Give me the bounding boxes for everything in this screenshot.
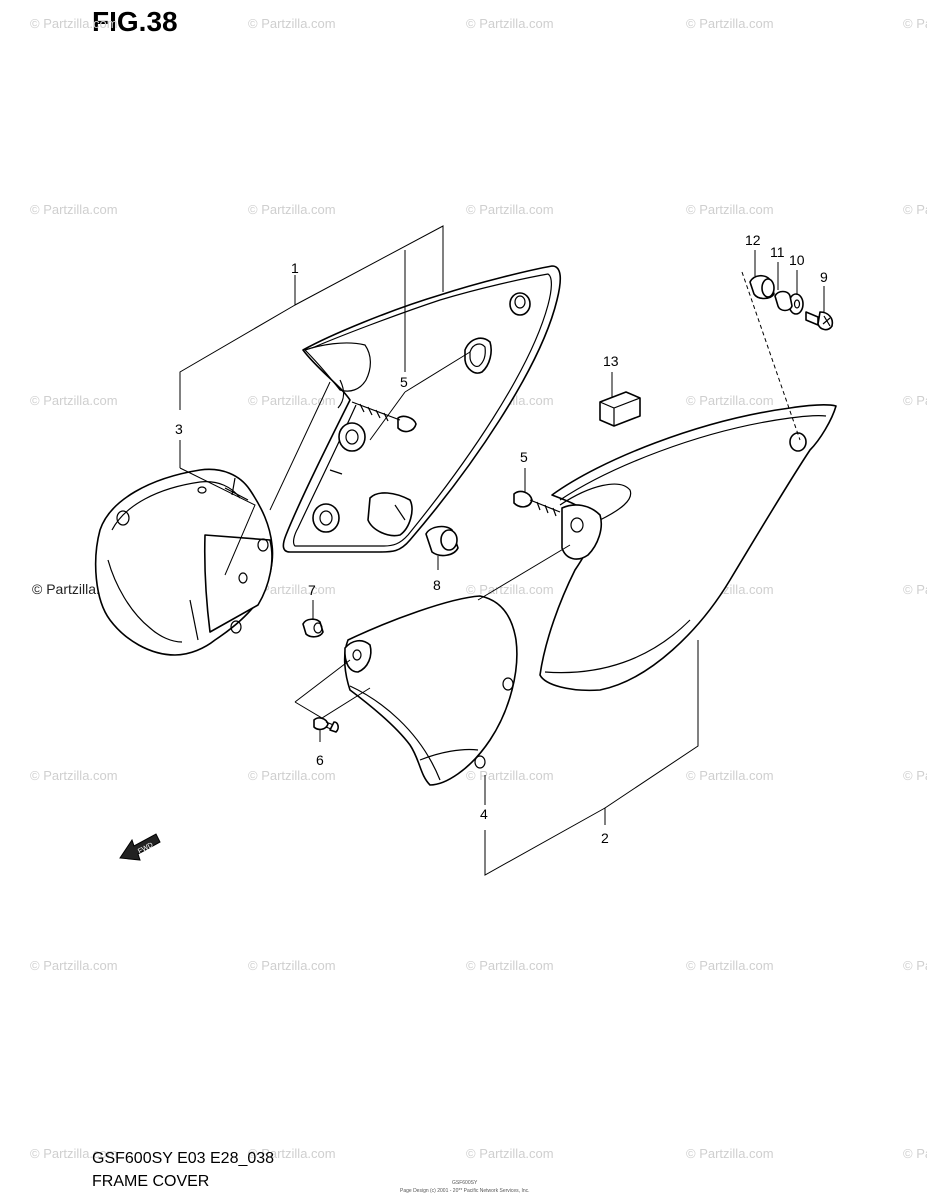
callout-2: 2 [601,830,609,846]
part-5-screw-upper [351,401,417,433]
part-12-grommet [749,274,775,300]
watermark: © Partzilla.com [466,958,554,973]
callout-12: 12 [745,232,761,248]
callout-8: 8 [433,577,441,593]
callout-11: 11 [770,244,785,260]
part-9-screw [805,311,834,331]
watermark: © Partzilla.com [466,768,554,783]
watermark: © Partzilla.com [248,1146,336,1161]
callout-numbers: 1 2 3 4 5 5 6 7 8 9 10 11 12 13 [175,232,828,846]
callout-4: 4 [480,806,488,822]
callout-5-lower: 5 [520,449,528,465]
part-7-grommet [302,618,324,638]
part-8-cushion [425,525,459,557]
watermark: © Partzilla.com [248,768,336,783]
model-code: GSF600SY E03 E28_038 [92,1150,275,1167]
watermark: © Partzilla.com [903,958,927,973]
watermark: © Partzilla.com [903,1146,927,1161]
watermark: © Partzilla.com [248,582,336,597]
part-13-block [599,391,641,427]
callout-9: 9 [820,269,828,285]
part-10-washer [788,293,804,315]
callout-3: 3 [175,421,183,437]
figure-title: FIG.38 [92,6,178,37]
watermark: © Partzilla.com [30,393,118,408]
watermark: © Partzilla.com [903,768,927,783]
watermark: © Partzilla.com [466,1146,554,1161]
callout-5-upper: 5 [400,374,408,390]
watermark: © Partzilla.com [686,958,774,973]
watermark: © Partzilla.com [466,202,554,217]
watermark: © Partzilla.com [686,202,774,217]
watermark: © Partzilla.com [686,393,774,408]
watermark: © Partzilla.com [466,582,554,597]
part-1-frame-cover [282,265,562,553]
callout-6: 6 [316,752,324,768]
small-credit: Page Design (c) 2001 - 20** Pacific Netw… [400,1188,530,1194]
part-6-bolt [313,717,339,733]
watermark: © Partzilla.com [30,768,118,783]
part-5-screw-lower [513,490,561,517]
callout-1: 1 [291,260,299,276]
watermark: © Partzilla.com [248,958,336,973]
part-3-bracket [94,468,274,656]
watermark: © Partzilla.com [686,16,774,31]
small-code: GSF600SY [452,1180,478,1186]
watermark: © Partzilla.com [248,16,336,31]
part-4-lower-cover [343,595,518,786]
part-11-collar [774,290,793,312]
forward-arrow-icon: FWD [119,833,161,861]
watermark: © Partzilla.com [30,16,118,31]
watermark: © Partzilla.com [30,1146,118,1161]
watermark: © Partzilla.com [248,202,336,217]
watermark-grid: © Partzilla.com © Partzilla.com © Partzi… [30,16,927,1161]
watermark: © Partzilla.com [903,582,927,597]
leader-lines [179,225,825,876]
watermark: © Partzilla.com [686,1146,774,1161]
part-2-rear-cover [539,404,837,692]
callout-7: 7 [308,582,316,598]
watermark: © Partzilla.com [248,393,336,408]
watermark: © Partzilla.com [30,958,118,973]
callout-10: 10 [789,252,805,268]
watermark: © Partzilla.com [686,768,774,783]
callout-13: 13 [603,353,619,369]
watermark: © Partzilla.com [30,202,118,217]
figure-caption: FRAME COVER [92,1173,210,1190]
watermark: © Partzilla.com [466,16,554,31]
watermark: © Partzilla.com [903,16,927,31]
watermark: © Partzilla.com [903,202,927,217]
watermark: © Partzilla.com [903,393,927,408]
